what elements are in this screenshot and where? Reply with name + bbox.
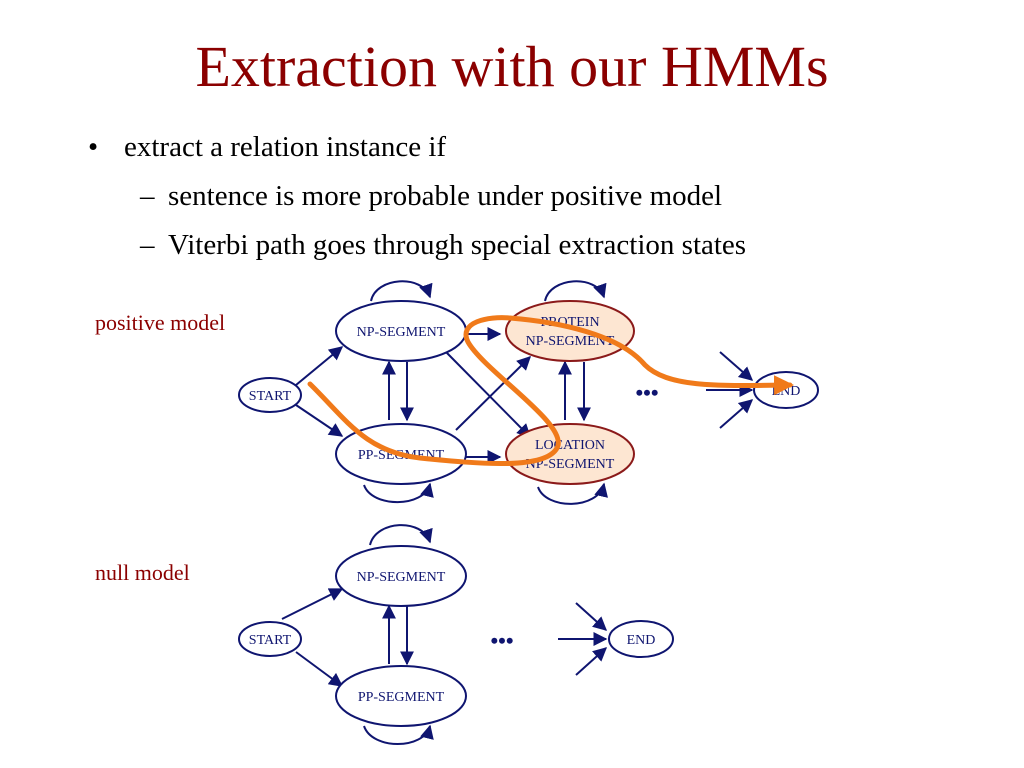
node-np-segment: NP-SEGMENT bbox=[335, 300, 467, 362]
node-start: START bbox=[238, 377, 302, 413]
node-end: END bbox=[608, 620, 674, 658]
null-model-edges bbox=[281, 524, 608, 745]
svg-text:LOCATION: LOCATION bbox=[535, 438, 605, 453]
sub-bullet-dash: – bbox=[140, 180, 155, 212]
edge-start-np bbox=[281, 588, 344, 620]
sub-bullet-text: sentence is more probable under positive… bbox=[168, 180, 723, 212]
positive-model-edges bbox=[295, 280, 754, 505]
edge-into-end-top bbox=[575, 602, 608, 631]
edge-start-pp bbox=[295, 404, 344, 437]
sub-bullet-item: –sentence is more probable under positiv… bbox=[140, 182, 722, 211]
edge-into-end-top bbox=[719, 351, 754, 381]
self-loop-pp bbox=[363, 482, 434, 504]
bullet-item: • extract a relation instance if bbox=[88, 133, 446, 162]
svg-text:PP-SEGMENT: PP-SEGMENT bbox=[358, 690, 445, 705]
self-loop-np bbox=[369, 524, 433, 546]
null-model-label: null model bbox=[95, 560, 190, 585]
bullet-text: extract a relation instance if bbox=[124, 131, 447, 163]
node-pp-segment: PP-SEGMENT bbox=[335, 665, 467, 727]
viterbi-path bbox=[307, 315, 794, 467]
self-loop-protein bbox=[544, 280, 607, 302]
node-np-segment: NP-SEGMENT bbox=[335, 545, 467, 607]
svg-text:NP-SEGMENT: NP-SEGMENT bbox=[526, 457, 615, 472]
edge-start-np bbox=[295, 346, 344, 386]
svg-text:NP-SEGMENT: NP-SEGMENT bbox=[526, 334, 615, 349]
edge-start-pp bbox=[295, 651, 344, 687]
edge-into-end-bottom bbox=[575, 647, 608, 676]
edge-pp-protein bbox=[455, 356, 531, 431]
positive-model-label: positive model bbox=[95, 310, 226, 335]
svg-text:NP-SEGMENT: NP-SEGMENT bbox=[357, 325, 446, 340]
node-protein-np-segment: PROTEIN NP-SEGMENT bbox=[505, 300, 635, 362]
sub-bullet-item: –Viterbi path goes through special extra… bbox=[140, 231, 746, 260]
edge-np-location bbox=[445, 351, 531, 438]
node-end: END bbox=[753, 371, 819, 409]
slide-title: Extraction with our HMMs bbox=[195, 34, 829, 99]
svg-text:START: START bbox=[249, 389, 292, 404]
sub-bullet-text: Viterbi path goes through special extrac… bbox=[168, 229, 747, 261]
self-loop-pp bbox=[363, 724, 434, 745]
node-start: START bbox=[238, 621, 302, 657]
ellipsis-dots: ••• bbox=[635, 380, 658, 405]
bullet-dot: • bbox=[88, 131, 99, 163]
ellipsis-dots: ••• bbox=[490, 628, 513, 653]
edge-into-end-bottom bbox=[719, 399, 754, 429]
svg-text:END: END bbox=[627, 633, 656, 648]
svg-text:START: START bbox=[249, 633, 292, 648]
sub-bullet-dash: – bbox=[140, 229, 155, 261]
svg-text:NP-SEGMENT: NP-SEGMENT bbox=[357, 570, 446, 585]
self-loop-location bbox=[537, 482, 608, 505]
self-loop-np bbox=[370, 280, 433, 302]
node-location-np-segment: LOCATION NP-SEGMENT bbox=[505, 423, 635, 485]
